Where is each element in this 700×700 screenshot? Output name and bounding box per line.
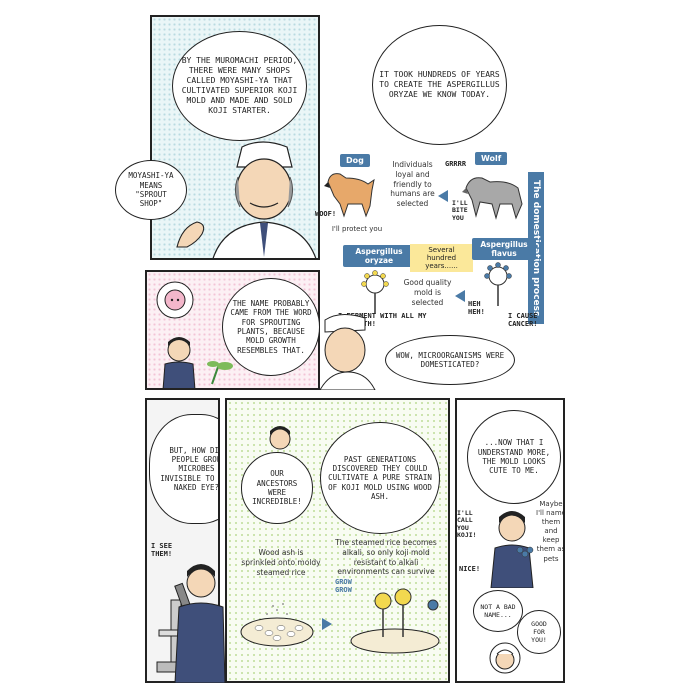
aspergillus-flavus-tag: Aspergillus flavus (472, 238, 536, 260)
dog-illustration (324, 173, 375, 218)
arrow-ash-to-alkali (322, 618, 332, 630)
panel-wood-ash: Our ancestors were incredible! Past gene… (225, 398, 450, 683)
moldy-rice-illustration (240, 603, 314, 647)
boy-holding-koji-illustration (490, 511, 534, 588)
speech-bubble-moyashiya: Moyashi-ya means "sprout shop" (115, 160, 187, 220)
old-man-side-illustration (320, 314, 376, 390)
hand-illustration (176, 221, 205, 248)
speech-bubble-good-for-you: Good for you! (517, 610, 561, 654)
dog-protect: I'll protect you (331, 225, 383, 233)
arrow-wolf-to-dog (438, 190, 448, 202)
sfx-nice: Nice! (459, 565, 481, 573)
boy-with-sprout-illustration (162, 337, 233, 388)
arrow-flavus-to-oryzae (455, 290, 465, 302)
boy-at-microscope-illustration (174, 564, 225, 683)
speech-bubble-centuries: It took hundreds of years to create the … (372, 25, 507, 145)
individuals-selected-note: Individuals loyal and friendly to humans… (390, 160, 435, 208)
panel-koji-pet: ...Now that I understand more, the mold … (455, 398, 565, 683)
dog-woof: Woof! (315, 210, 337, 218)
speech-bubble-past-generations: Past generations discovered they could c… (320, 422, 440, 534)
note-alkali: The steamed rice becomes alkali, so only… (335, 538, 437, 577)
speech-bubble-how: But, how did people grow microbes invisi… (149, 414, 218, 524)
koji-mold-growing-illustration (350, 588, 440, 654)
wolf-tag: Wolf (475, 152, 508, 165)
sfx-grow-grow: Grow grow (335, 578, 352, 595)
aspergillus-flavus-illustration (484, 262, 512, 306)
speech-bubble-wow: Wow, microorganisms were domesticated? (385, 335, 515, 385)
wolf-growl: Grrrr (445, 160, 467, 168)
old-man-illustration (212, 141, 317, 258)
note-maybe-pets: Maybe I'll name them and keep them as pe… (536, 500, 565, 563)
panel-muromachi: By the Muromachi period, there were many… (150, 15, 320, 260)
good-mold-note: Good quality mold is selected (403, 278, 452, 307)
wolf-illustration (462, 177, 523, 220)
boy-small-illustration (269, 426, 291, 450)
note-wood-ash: Wood ash is sprinkled onto moldy steamed… (241, 548, 321, 577)
speech-bubble-not-bad: Not a bad name... (473, 590, 523, 632)
speech-bubble-name-origin: The name probably came from the word for… (222, 278, 320, 376)
speech-bubble-muromachi: By the Muromachi period, there were many… (172, 31, 307, 141)
aspergillus-oryzae-tag: Aspergillus oryzae (343, 245, 415, 267)
wolf-bite: I'll bite you (452, 199, 468, 222)
domestication-process-label: The domestication process (528, 172, 544, 324)
speech-bubble-cute: ...Now that I understand more, the mold … (467, 410, 561, 504)
sfx-call-koji: I'll call you Koji! (457, 509, 477, 540)
flavus-cancer: I cause cancer! (508, 312, 538, 329)
aspergillus-oryzae-illustration (361, 270, 389, 314)
several-hundred-years: Several hundred years...... (410, 244, 473, 272)
dog-tag: Dog (340, 154, 370, 167)
koji-girl-illustration (156, 281, 194, 319)
speech-bubble-ancestors: Our ancestors were incredible! (241, 452, 313, 524)
sfx-i-see-them: I see them! (151, 542, 173, 559)
flavus-heh: Heh heh! (468, 300, 485, 317)
old-man-small-illustration (489, 642, 521, 674)
